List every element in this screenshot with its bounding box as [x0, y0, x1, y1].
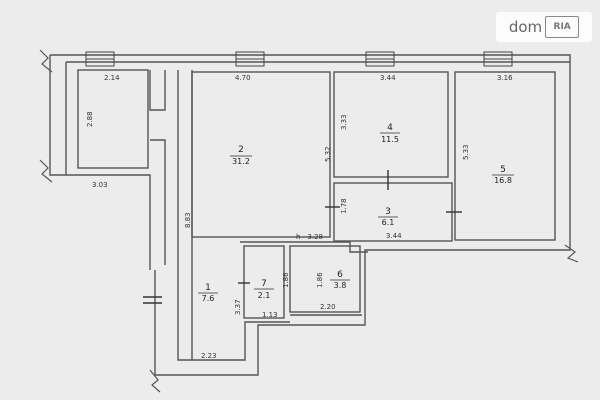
watermark-badge: RIA	[545, 16, 580, 38]
room-area-7: 2.1	[258, 291, 271, 300]
dim-5-32: 5.32	[324, 146, 332, 162]
break-mark-2	[39, 159, 53, 183]
dim-2-88: 2.88	[86, 111, 94, 127]
notch	[149, 70, 166, 111]
room-area-3: 6.1	[382, 218, 395, 227]
room-number-3: 3	[385, 207, 391, 217]
room-number-7: 7	[261, 279, 267, 289]
room-area-4: 11.5	[381, 135, 399, 144]
dim-2-23: 2.23	[201, 352, 217, 360]
dim-3-16: 3.16	[497, 74, 513, 82]
break-mark-3	[564, 244, 579, 263]
room-5	[454, 71, 556, 241]
room-a	[77, 69, 149, 169]
watermark-text: dom	[508, 18, 543, 36]
room-number-4: 4	[387, 123, 393, 133]
room-number-6: 6	[337, 270, 343, 280]
room-6	[289, 245, 361, 313]
notch2	[150, 139, 166, 265]
room-number-2: 2	[238, 145, 244, 155]
dim-2-20: 2.20	[320, 303, 336, 311]
room-area-2: 31.2	[232, 157, 250, 166]
dim-2-14: 2.14	[104, 74, 120, 82]
dim-8-83: 8.83	[184, 212, 192, 228]
room-1-wall	[192, 321, 290, 361]
watermark-logo: dom RIA	[496, 12, 592, 42]
break-mark-4	[149, 369, 161, 393]
dim-1-86-b: 1.86	[316, 272, 324, 288]
room-7	[243, 245, 285, 319]
room-2	[191, 71, 331, 238]
dim-3-33: 3.33	[340, 114, 348, 130]
break-mark-1	[39, 49, 53, 73]
room-4	[333, 71, 449, 178]
dim-4-70: 4.70	[235, 74, 251, 82]
dim-1-78: 1.78	[340, 198, 348, 214]
room-area-6: 3.8	[334, 281, 347, 290]
dim-3-44-top: 3.44	[380, 74, 396, 82]
dim-3-03: 3.03	[92, 181, 108, 189]
lower-wall	[240, 241, 368, 253]
dim-5-33: 5.33	[462, 144, 470, 160]
outer-wall	[50, 54, 571, 376]
left-wall	[49, 55, 151, 270]
dim-1-86-a: 1.86	[282, 272, 290, 288]
room-area-5: 16.8	[494, 176, 512, 185]
dim-3-44-mid: 3.44	[386, 232, 402, 240]
dim-height: h - 3.28	[296, 233, 323, 241]
dim-1-13: 1.13	[262, 311, 278, 319]
room-area-1: 7.6	[202, 294, 215, 303]
room-number-1: 1	[205, 283, 211, 293]
room-number-5: 5	[500, 165, 506, 175]
dim-3-37: 3.37	[234, 299, 242, 315]
